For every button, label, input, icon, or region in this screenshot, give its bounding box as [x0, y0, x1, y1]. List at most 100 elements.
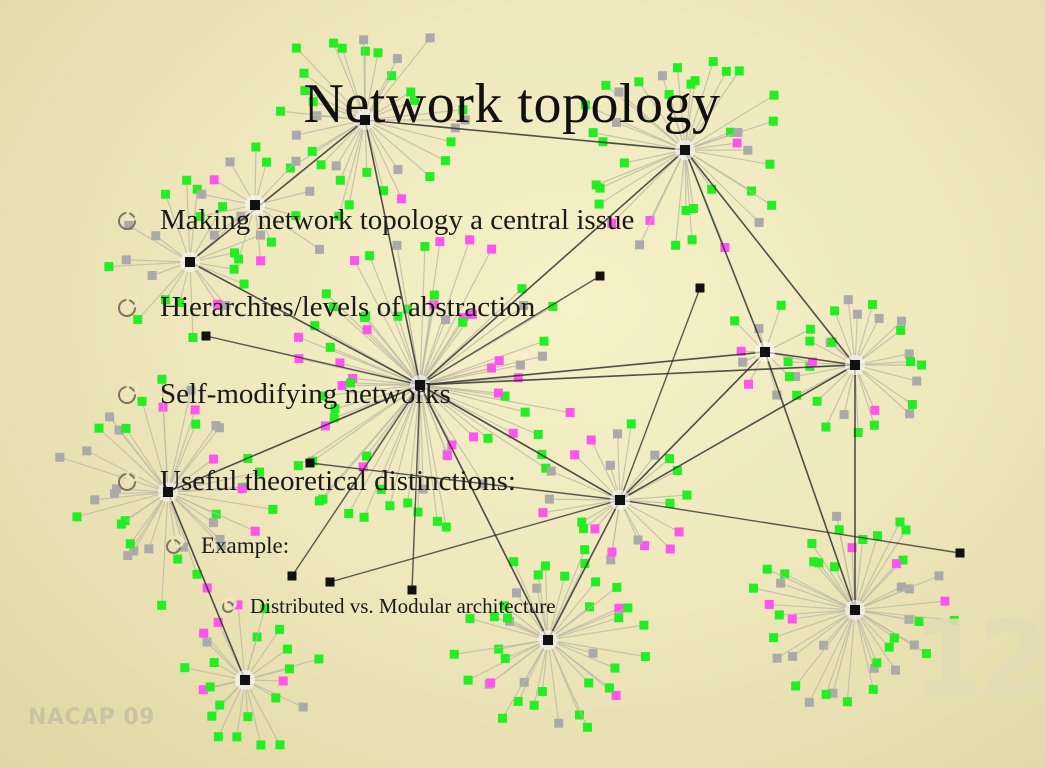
- network-spoke: [619, 423, 632, 501]
- network-spoke: [547, 607, 629, 641]
- network-leaf-node: [767, 200, 777, 210]
- network-link: [684, 149, 766, 353]
- network-leaf-node: [896, 325, 906, 335]
- network-leaf-node: [362, 167, 372, 177]
- network-leaf-node: [393, 311, 403, 321]
- network-leaf-node: [532, 583, 542, 593]
- network-leaf-node: [784, 372, 794, 382]
- network-leaf-node: [157, 600, 167, 610]
- network-leaf-node: [584, 678, 594, 688]
- network-leaf-node: [298, 702, 308, 712]
- network-spoke: [618, 91, 686, 151]
- network-spoke: [364, 58, 398, 121]
- network-leaf-node: [949, 615, 959, 625]
- network-spoke: [454, 639, 549, 655]
- network-leaf-node: [362, 325, 372, 335]
- network-spoke: [167, 491, 256, 532]
- network-leaf-node: [546, 466, 556, 476]
- network-leaf-node: [209, 230, 219, 240]
- network-spoke: [322, 384, 421, 397]
- network-leaf-node: [671, 240, 681, 250]
- network-spoke: [675, 149, 686, 246]
- network-leaf-node: [762, 564, 772, 574]
- network-leaf-node: [262, 157, 272, 167]
- network-spoke: [792, 609, 856, 657]
- network-spoke: [574, 454, 621, 501]
- network-spoke: [773, 609, 856, 639]
- network-spoke: [244, 679, 262, 746]
- network-leaf-node: [907, 400, 917, 410]
- network-leaf-node: [359, 512, 369, 522]
- network-leaf-node: [500, 653, 510, 663]
- network-spoke: [854, 535, 879, 611]
- network-spoke: [854, 521, 901, 611]
- network-leaf-node: [376, 484, 386, 494]
- network-hub-node: [201, 331, 211, 341]
- network-spoke: [118, 429, 169, 493]
- network-leaf-node: [548, 301, 558, 311]
- bullet-item-2: Hierarchies/levels of abstraction: [118, 291, 535, 324]
- network-leaf-node: [284, 664, 294, 674]
- network-leaf-node: [538, 508, 548, 518]
- network-leaf-node: [807, 538, 817, 548]
- network-leaf-node: [328, 302, 338, 312]
- network-spoke: [322, 384, 421, 500]
- slide: Network topology Making network topology…: [28, 33, 1045, 750]
- network-leaf-node: [594, 199, 604, 209]
- network-leaf-node: [787, 614, 797, 624]
- network-leaf-node: [606, 555, 616, 565]
- network-link: [167, 491, 246, 681]
- network-leaf-node: [365, 251, 375, 261]
- network-spoke: [353, 260, 421, 386]
- network-leaf-node: [186, 385, 196, 395]
- network-leaf-node: [686, 79, 696, 89]
- network-leaf-node: [852, 309, 862, 319]
- network-leaf-node: [215, 700, 225, 710]
- network-leaf-node: [237, 484, 247, 494]
- network-spoke: [549, 498, 621, 501]
- network-leaf-node: [574, 710, 584, 720]
- network-spoke: [167, 491, 222, 547]
- network-spoke: [108, 261, 191, 268]
- network-leaf-node: [260, 604, 270, 614]
- network-spoke: [533, 639, 549, 706]
- network-spoke: [164, 194, 191, 263]
- network-leaf-node: [839, 410, 849, 420]
- network-hub-node: [850, 605, 860, 615]
- network-spoke: [811, 543, 856, 611]
- bullet-item-1: Making network topology a central issue: [118, 204, 634, 237]
- network-spoke: [419, 321, 464, 386]
- network-leaf-node: [147, 271, 157, 281]
- network-spoke: [619, 499, 671, 550]
- network-leaf-node: [337, 43, 347, 53]
- network-leaf-node: [325, 342, 335, 352]
- network-leaf-node: [780, 569, 790, 579]
- network-spoke: [419, 384, 571, 414]
- network-leaf-node: [539, 336, 549, 346]
- network-hub-node: [680, 145, 690, 155]
- bullet-text: Useful theoretical distinctions:: [160, 465, 516, 497]
- network-leaf-node: [315, 244, 325, 254]
- network-leaf-node: [769, 633, 779, 643]
- network-spoke: [419, 239, 471, 386]
- network-leaf-node: [493, 388, 503, 398]
- network-leaf-node: [513, 696, 523, 706]
- network-leaf-node: [160, 189, 170, 199]
- network-link: [419, 351, 766, 386]
- network-spoke: [544, 565, 549, 641]
- bullet-item-4: Useful theoretical distinctions:: [118, 465, 516, 498]
- network-link: [764, 351, 856, 611]
- network-spoke: [676, 67, 686, 151]
- network-leaf-node: [821, 422, 831, 432]
- bullet-item-6: Distributed vs. Modular architecture: [222, 594, 556, 619]
- network-leaf-node: [435, 237, 445, 247]
- network-leaf-node: [665, 544, 675, 554]
- network-spoke: [348, 384, 421, 514]
- network-spoke: [189, 189, 198, 263]
- network-leaf-node: [350, 256, 360, 266]
- network-leaf-node: [901, 525, 911, 535]
- network-leaf-node: [519, 677, 529, 687]
- network-spoke: [684, 149, 687, 211]
- network-leaf-node: [318, 391, 328, 401]
- network-leaf-node: [175, 297, 185, 307]
